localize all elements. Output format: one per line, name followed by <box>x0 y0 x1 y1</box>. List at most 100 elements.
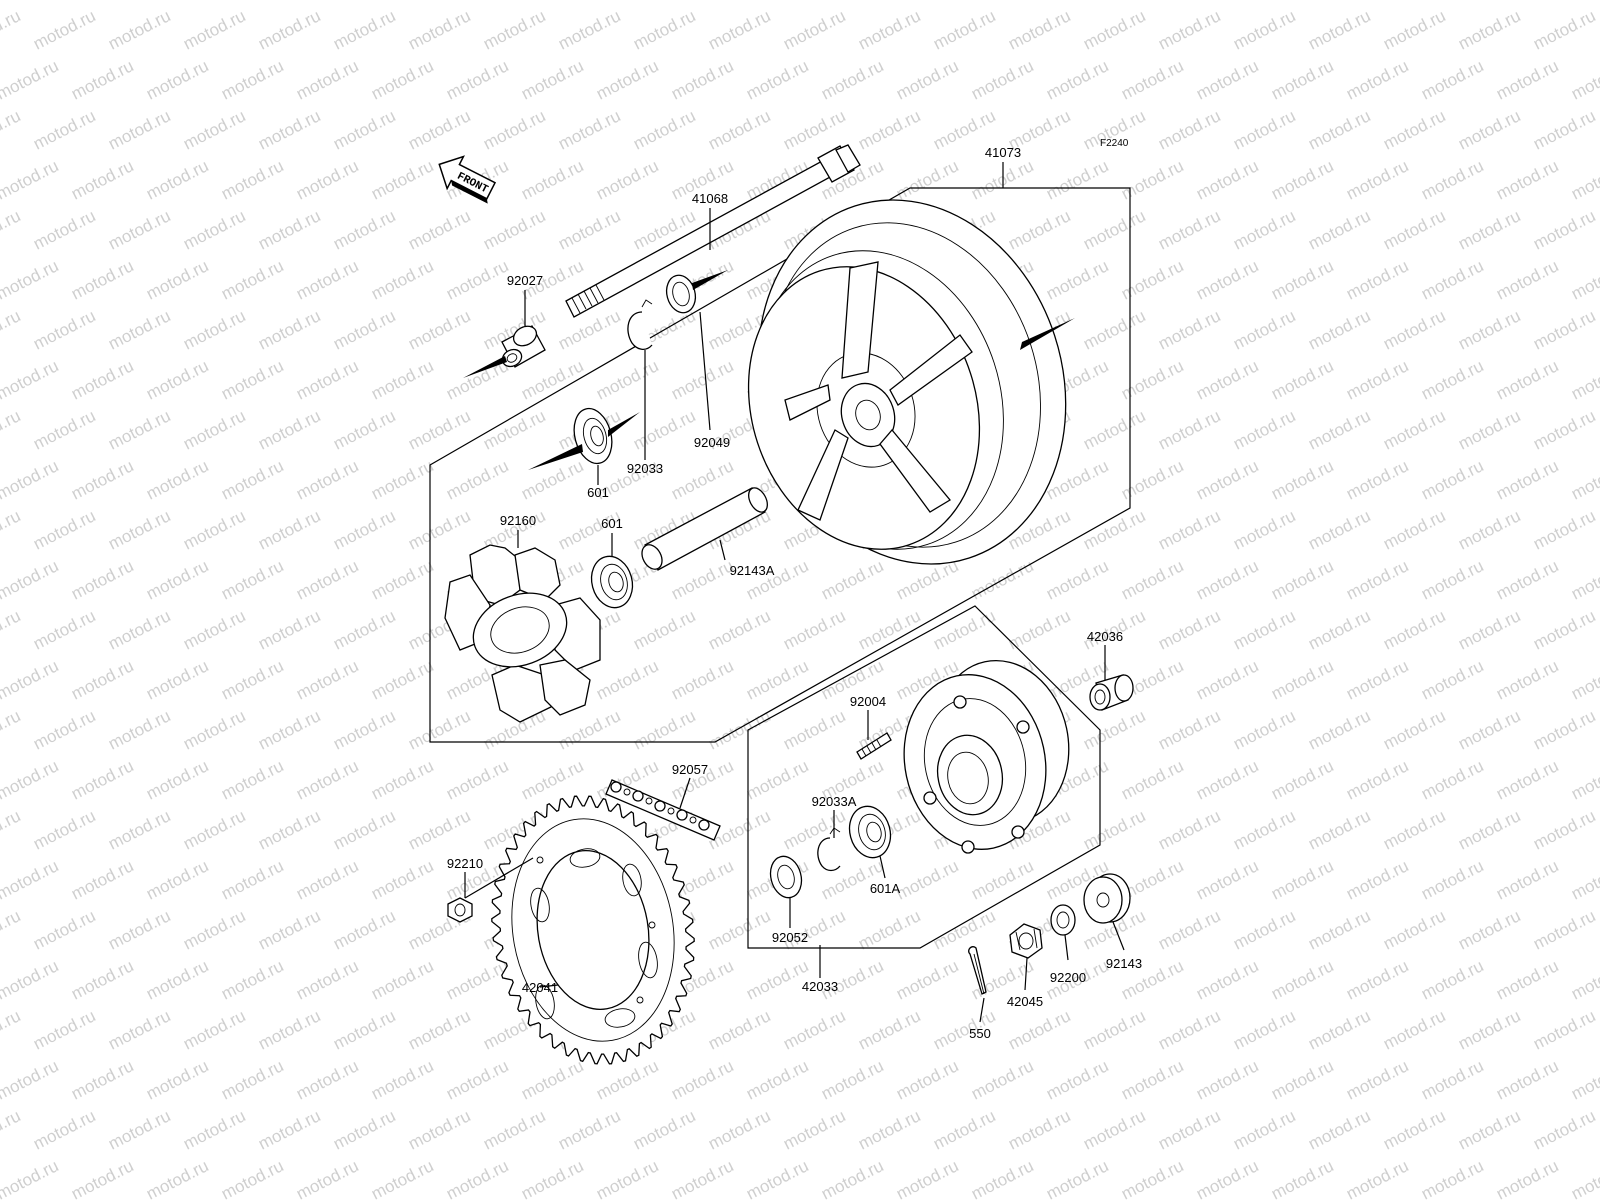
part-label-damper: 92160 <box>500 513 536 528</box>
watermark-text: motod.ru <box>1380 206 1448 253</box>
watermark-text: motod.ru <box>105 306 173 353</box>
spacer-tube-illustration <box>641 487 768 571</box>
watermark-text: motod.ru <box>180 106 248 153</box>
watermark-text: motod.ru <box>368 556 436 603</box>
watermark-text: motod.ru <box>1005 6 1073 53</box>
watermark-text: motod.ru <box>368 756 436 803</box>
watermark-text: motod.ru <box>68 656 136 703</box>
watermark-text: motod.ru <box>1230 1006 1298 1053</box>
watermark-text: motod.ru <box>480 1106 548 1153</box>
watermark-text: motod.ru <box>293 56 361 103</box>
watermark-text: motod.ru <box>330 1106 398 1153</box>
watermark-text: motod.ru <box>405 806 473 853</box>
watermark-text: motod.ru <box>180 6 248 53</box>
watermark-text: motod.ru <box>668 656 736 703</box>
watermark-text: motod.ru <box>293 856 361 903</box>
watermark-text: motod.ru <box>1305 406 1373 453</box>
watermark-text: motod.ru <box>1193 956 1261 1003</box>
watermark-text: motod.ru <box>1455 806 1523 853</box>
watermark-text: motod.ru <box>1343 1156 1411 1200</box>
watermark-text: motod.ru <box>218 456 286 503</box>
watermark-text: motod.ru <box>293 656 361 703</box>
watermark-text: motod.ru <box>630 406 698 453</box>
watermark-text: motod.ru <box>968 156 1036 203</box>
watermark-text: motod.ru <box>593 656 661 703</box>
bearing-lower-illustration <box>590 555 634 609</box>
watermark-text: motod.ru <box>1530 306 1598 353</box>
watermark-text: motod.ru <box>930 906 998 953</box>
watermark-text: motod.ru <box>518 456 586 503</box>
leader-lines <box>464 162 1125 1023</box>
watermark-text: motod.ru <box>1080 706 1148 753</box>
watermark-text: motod.ru <box>668 1156 736 1200</box>
watermark-text: motod.ru <box>1568 1156 1600 1200</box>
washer-illustration <box>1050 904 1076 936</box>
watermark-text: motod.ru <box>1268 756 1336 803</box>
watermark-text: motod.ru <box>443 56 511 103</box>
watermark-text: motod.ru <box>0 906 24 953</box>
part-label-spacer-tube: 92143A <box>730 563 775 578</box>
watermark-text: motod.ru <box>0 56 62 103</box>
watermark-text: motod.ru <box>0 456 62 503</box>
watermark-text: motod.ru <box>668 456 736 503</box>
watermark-text: motod.ru <box>1530 1106 1598 1153</box>
watermark-text: motod.ru <box>1268 856 1336 903</box>
watermark-text: motod.ru <box>1193 656 1261 703</box>
watermark-text: motod.ru <box>1455 906 1523 953</box>
watermark-text: motod.ru <box>1193 256 1261 303</box>
figure-code: F2240 <box>1100 138 1129 149</box>
watermark-text: motod.ru <box>443 756 511 803</box>
watermark-text: motod.ru <box>368 656 436 703</box>
watermark-text: motod.ru <box>180 406 248 453</box>
watermark-text: motod.ru <box>1455 306 1523 353</box>
watermark-text: motod.ru <box>1193 856 1261 903</box>
watermark-text: motod.ru <box>30 906 98 953</box>
watermark-text: motod.ru <box>1343 756 1411 803</box>
wheel-group-frame <box>429 187 1131 743</box>
watermark-text: motod.ru <box>1530 406 1598 453</box>
watermark-text: motod.ru <box>518 1156 586 1200</box>
watermark-text: motod.ru <box>1193 156 1261 203</box>
watermark-text: motod.ru <box>443 1156 511 1200</box>
watermark-text: motod.ru <box>1418 256 1486 303</box>
watermark-text: motod.ru <box>1418 0 1486 4</box>
watermark-text: motod.ru <box>1530 206 1598 253</box>
watermark-text: motod.ru <box>480 106 548 153</box>
watermark-text: motod.ru <box>1380 106 1448 153</box>
watermark-text: motod.ru <box>1155 806 1223 853</box>
watermark-text: motod.ru <box>105 606 173 653</box>
watermark-text: motod.ru <box>368 856 436 903</box>
watermark-text: motod.ru <box>1455 106 1523 153</box>
watermark-text: motod.ru <box>368 1156 436 1200</box>
watermark-text: motod.ru <box>293 456 361 503</box>
watermark-text: motod.ru <box>1380 1106 1448 1153</box>
watermark-text: motod.ru <box>443 256 511 303</box>
watermark-text: motod.ru <box>293 256 361 303</box>
watermark-text: motod.ru <box>255 306 323 353</box>
watermark-text: motod.ru <box>1118 56 1186 103</box>
watermark-text: motod.ru <box>668 556 736 603</box>
watermark-text: motod.ru <box>1343 256 1411 303</box>
watermark-text: motod.ru <box>1530 1006 1598 1053</box>
watermark-text: motod.ru <box>68 756 136 803</box>
watermark-text: motod.ru <box>368 0 436 4</box>
watermark-text: motod.ru <box>930 606 998 653</box>
watermark-text: motod.ru <box>930 1106 998 1153</box>
watermark-text: motod.ru <box>1080 206 1148 253</box>
watermark-text: motod.ru <box>368 956 436 1003</box>
watermark-text: motod.ru <box>630 1106 698 1153</box>
watermark-text: motod.ru <box>1080 1106 1148 1153</box>
watermark-text: motod.ru <box>1455 1006 1523 1053</box>
watermark-text: motod.ru <box>1568 256 1600 303</box>
part-label-sprocket-hub: 42033 <box>802 979 838 994</box>
watermark-text: motod.ru <box>893 956 961 1003</box>
watermark-text: motod.ru <box>593 0 661 4</box>
watermark-text: motod.ru <box>293 0 361 4</box>
watermark-text: motod.ru <box>68 356 136 403</box>
watermark-text: motod.ru <box>1005 1106 1073 1153</box>
watermark-text: motod.ru <box>968 56 1036 103</box>
watermark-text: motod.ru <box>1043 1156 1111 1200</box>
watermark-text: motod.ru <box>1455 506 1523 553</box>
watermark-text: motod.ru <box>330 606 398 653</box>
watermark-text: motod.ru <box>68 456 136 503</box>
